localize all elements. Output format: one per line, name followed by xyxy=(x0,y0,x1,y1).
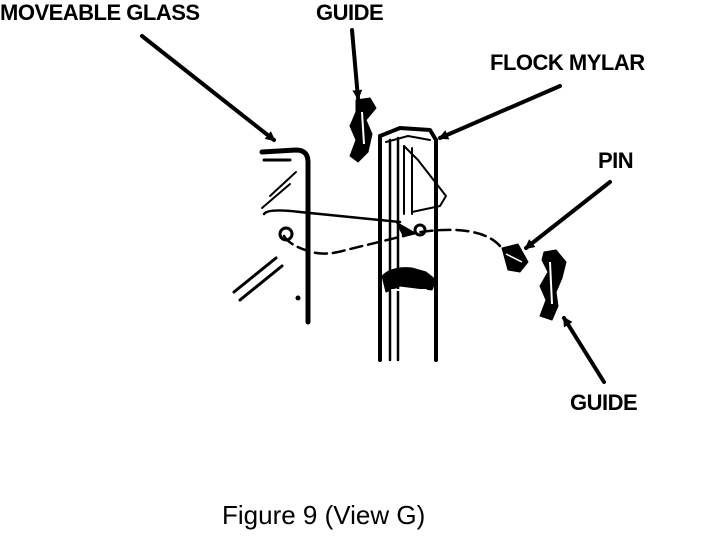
right-guide-with-pin xyxy=(501,243,567,321)
arrow-moveable-glass xyxy=(140,34,276,142)
label-guide-top: GUIDE xyxy=(316,0,384,25)
guide-channel xyxy=(378,126,447,362)
leader-arrows xyxy=(140,28,612,384)
arrow-pin xyxy=(524,180,612,250)
label-moveable-glass: MOVEABLE GLASS xyxy=(0,0,200,25)
moveable-glass-pane xyxy=(232,147,311,325)
label-pin: PIN xyxy=(598,148,634,173)
label-guide-bottom: GUIDE xyxy=(570,390,638,415)
arrow-flock-mylar xyxy=(438,84,562,140)
arrow-guide-top xyxy=(350,28,363,100)
arrow-guide-bottom xyxy=(562,316,606,384)
cable-linkage xyxy=(262,209,502,255)
figure-caption: Figure 9 (View G) xyxy=(222,500,426,530)
top-guide-clip xyxy=(349,97,377,163)
label-flock-mylar: FLOCK MYLAR xyxy=(490,50,645,75)
